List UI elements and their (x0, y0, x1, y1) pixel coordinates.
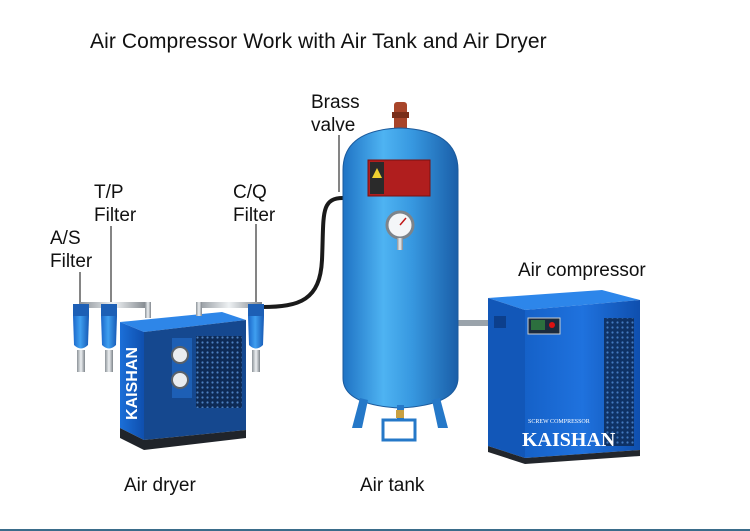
diagram-title: Air Compressor Work with Air Tank and Ai… (90, 30, 547, 53)
air-compressor-label: Air compressor (518, 260, 646, 281)
leader-lines (79, 135, 340, 304)
brass-valve-label: Brass valve (311, 91, 360, 137)
tp-filter-label-line1: T/P (94, 182, 124, 203)
air-dryer-label: Air dryer (124, 475, 196, 496)
cq-filter-unit (248, 304, 264, 372)
air-dryer: KAISHAN (120, 312, 246, 450)
as-filter-label-line2: Filter (50, 251, 93, 272)
cq-filter-label: C/Q Filter (233, 181, 275, 227)
dryer-gauge-1 (171, 346, 189, 364)
air-tank (342, 102, 459, 442)
tp-filter-unit (101, 304, 117, 372)
cq-filter-label-line1: C/Q (233, 182, 267, 203)
tp-filter-label: T/P Filter (94, 181, 136, 227)
compressor-pipe (458, 320, 488, 326)
compressor-brand-text: KAISHAN (522, 429, 616, 451)
cq-filter-label-line2: Filter (233, 205, 276, 226)
bottom-border (0, 529, 750, 531)
air-hose (261, 196, 344, 309)
as-filter-label-line1: A/S (50, 228, 81, 249)
dryer-brand-text: KAISHAN (124, 347, 141, 420)
air-tank-label: Air tank (360, 475, 425, 496)
dryer-gauge-2 (171, 371, 189, 389)
as-filter-label: A/S Filter (50, 227, 92, 273)
compressor-subtext: SCREW COMPRESSOR (528, 419, 590, 425)
as-filter-unit (73, 304, 89, 372)
brass-valve-label-line1: Brass (311, 92, 360, 113)
air-compressor: SCREW COMPRESSOR KAISHAN (488, 290, 640, 464)
brass-valve-label-line2: valve (311, 115, 356, 136)
tp-filter-label-line2: Filter (94, 205, 137, 226)
